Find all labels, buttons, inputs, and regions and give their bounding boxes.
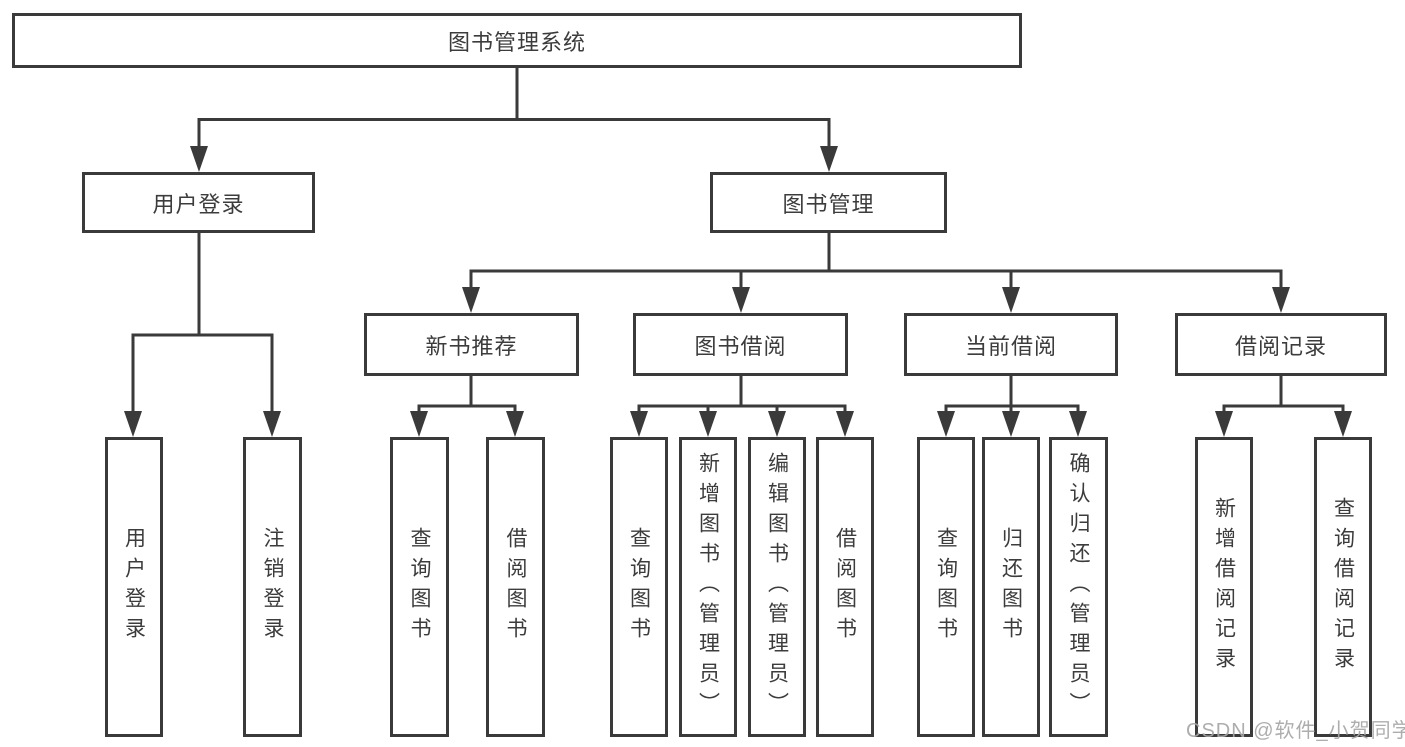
leaf-nbr-query-books: 查询图书: [390, 437, 449, 737]
arrow-to-new-book-recommendation: [462, 287, 480, 313]
leaf-bb-query-books: 查询图书: [610, 437, 668, 737]
leaf-bb-edit-books-admin: 编辑图书（管理员）: [748, 437, 806, 737]
arrow-to-nbr-borrow-books: [506, 411, 524, 437]
arrow-to-nbr-query-books: [410, 411, 428, 437]
arrow-to-book-management: [820, 146, 838, 172]
leaf-br-add-borrow-record: 新增借阅记录: [1195, 437, 1253, 737]
arrowheads: [124, 146, 1352, 437]
node-user-login: 用户登录: [82, 172, 315, 233]
leaf-user-login: 用户登录: [105, 437, 163, 737]
connector-root-rail: [197, 118, 831, 150]
connector-book-borrowing-rail: [637, 404, 847, 413]
node-label: 当前借阅: [964, 333, 1057, 359]
arrow-to-cb-return-books: [1002, 411, 1020, 437]
node-new-book-recommendation: 新书推荐: [364, 313, 579, 376]
csdn-watermark: CSDN @软件_小贺同学: [1186, 720, 1405, 742]
connector-book-management-rail: [469, 269, 1283, 289]
node-label: 借阅记录: [1234, 333, 1327, 359]
leaf-nbr-borrow-books: 借阅图书: [486, 437, 545, 737]
connector-user-login-rail: [131, 333, 274, 413]
node-book-borrowing: 图书借阅: [633, 313, 848, 376]
leaf-cb-return-books: 归还图书: [982, 437, 1040, 737]
arrow-to-book-borrowing: [732, 287, 750, 313]
node-label: 图书借阅: [694, 333, 787, 359]
node-label: 查询图书: [408, 527, 431, 647]
node-label: 新增图书（管理员）: [696, 452, 720, 722]
leaf-br-query-borrow-record: 查询借阅记录: [1314, 437, 1372, 737]
leaf-logout: 注销登录: [243, 437, 302, 737]
connector-borrowing-records-rail: [1222, 404, 1345, 413]
arrow-to-current-borrowing: [1002, 287, 1020, 313]
arrow-to-br-query-record: [1334, 411, 1352, 437]
connector-new-book-recommendation-rail: [417, 404, 517, 413]
node-label: 归还图书: [999, 527, 1023, 647]
arrow-to-user-login: [190, 146, 208, 172]
leaf-cb-confirm-return-admin: 确认归还（管理员）: [1049, 437, 1108, 737]
arrow-to-bb-query-books: [630, 411, 648, 437]
node-label: 查询借阅记录: [1331, 497, 1355, 677]
node-label: 图书管理系统: [447, 29, 586, 55]
arrow-to-cb-query-books: [937, 411, 955, 437]
node-label: 用户登录: [152, 191, 245, 217]
node-borrowing-records: 借阅记录: [1175, 313, 1387, 376]
node-book-management: 图书管理: [710, 172, 947, 233]
leaf-bb-add-books-admin: 新增图书（管理员）: [679, 437, 737, 737]
node-label: 确认归还（管理员）: [1067, 452, 1090, 722]
node-label: 借阅图书: [833, 527, 857, 647]
node-label: 查询图书: [627, 527, 651, 647]
node-label: 查询图书: [934, 527, 958, 647]
node-label: 编辑图书（管理员）: [765, 452, 789, 722]
leaf-cb-query-books: 查询图书: [917, 437, 975, 737]
arrow-to-leaf-user-login: [124, 411, 142, 437]
node-label: 用户登录: [122, 527, 146, 647]
arrow-to-br-add-record: [1215, 411, 1233, 437]
arrow-to-bb-borrow-books: [836, 411, 854, 437]
arrow-to-borrowing-records: [1272, 287, 1290, 313]
node-current-borrowing: 当前借阅: [904, 313, 1118, 376]
node-library-management-system: 图书管理系统: [12, 13, 1022, 68]
leaf-bb-borrow-books: 借阅图书: [816, 437, 874, 737]
arrow-to-bb-add-books: [699, 411, 717, 437]
node-label: 注销登录: [261, 527, 284, 647]
node-label: 借阅图书: [504, 527, 527, 647]
arrow-to-leaf-logout: [263, 411, 281, 437]
arrow-to-bb-edit-books: [768, 411, 786, 437]
node-label: 图书管理: [782, 191, 875, 217]
node-label: 新增借阅记录: [1212, 497, 1236, 677]
node-label: 新书推荐: [425, 333, 518, 359]
arrow-to-cb-confirm-return: [1069, 411, 1087, 437]
